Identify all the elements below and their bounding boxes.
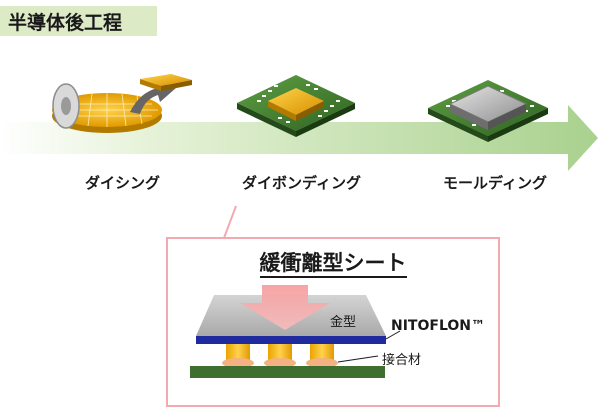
section-title-text: 半導体後工程	[8, 11, 123, 34]
lifted-chip-icon	[140, 74, 192, 91]
die-chip-icon	[268, 88, 324, 115]
label-nitoflon: NITOFLON™	[391, 318, 485, 334]
stage-label-die-bonding: ダイボンディング	[242, 174, 361, 192]
label-mold: 金型	[330, 315, 357, 330]
callout-title-text: 緩衝離型シート	[259, 251, 407, 278]
dicing-blade-icon	[52, 83, 80, 129]
substrate-board	[190, 366, 385, 378]
die-bonding-illustration	[237, 75, 355, 137]
bond-bumps	[222, 344, 338, 368]
dicing-illustration	[52, 74, 192, 133]
process-flow-arrow	[0, 105, 598, 171]
label-bonding-material: 接合材	[382, 353, 422, 368]
process-flow-graphic	[0, 74, 598, 171]
stage-label-dicing: ダイシング	[85, 174, 161, 192]
section-title: 半導体後工程	[0, 6, 157, 36]
nitoflon-film	[196, 336, 386, 344]
molding-illustration	[428, 80, 548, 142]
callout-title: 緩衝離型シート	[168, 247, 498, 278]
press-arrow-icon	[240, 285, 330, 330]
stage-label-molding: モールディング	[443, 174, 547, 192]
